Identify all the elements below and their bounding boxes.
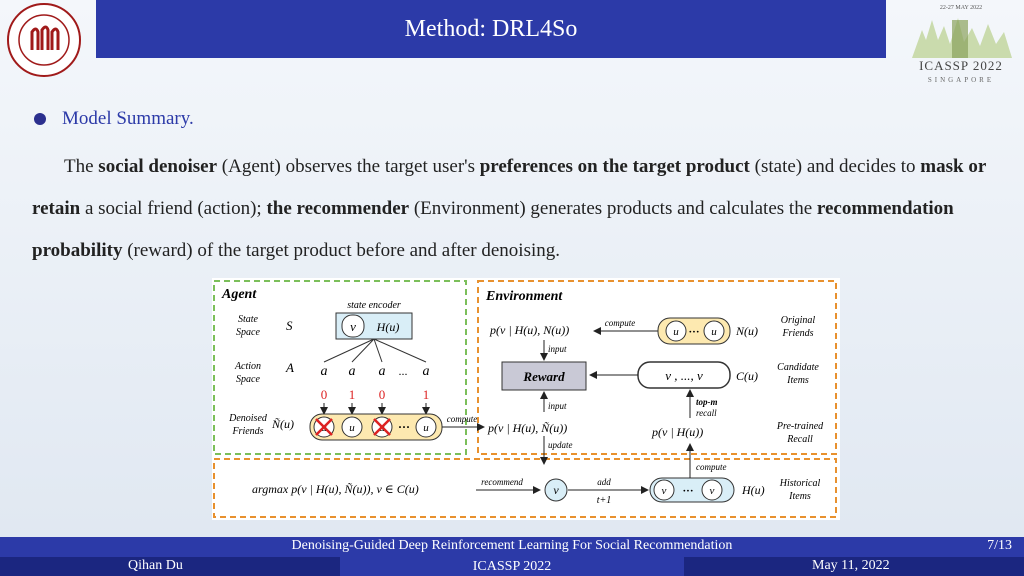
- masked-x-icon: [373, 418, 391, 436]
- header-bar: Method: DRL4So: [96, 0, 886, 58]
- state-space-l2: Space: [236, 327, 260, 338]
- svg-text:v: v: [710, 485, 715, 497]
- para-bold-mask-retain: mask or retain: [32, 156, 986, 219]
- page-number: 7/13: [987, 538, 1012, 553]
- para-bold-rec-prob: recommendation probability: [32, 198, 954, 261]
- hu-hist: H(u): [741, 483, 765, 497]
- compute-label-3: compute: [696, 462, 727, 472]
- state-hu: H(u): [376, 320, 400, 334]
- reward-label: Reward: [522, 369, 565, 384]
- para-text-2: (Agent) observes the target user's: [217, 156, 480, 177]
- pretrained-recall-l1: Pre-trained: [776, 421, 824, 432]
- svg-text:a: a: [349, 364, 356, 379]
- para-bold-preferences: preferences on the target product: [479, 156, 750, 177]
- footer: Denoising-Guided Deep Reinforcement Lear…: [0, 537, 1024, 576]
- svg-text:u: u: [349, 422, 355, 434]
- p-full-formula: p(v | H(u), N(u)): [489, 323, 569, 337]
- icassp-sub: SINGAPORE: [928, 76, 994, 84]
- agent-title: Agent: [221, 287, 257, 302]
- topm-label: top-m: [696, 397, 718, 407]
- slide-title: Method: DRL4So: [404, 15, 578, 42]
- candidate-items-l2: Items: [786, 375, 809, 386]
- denoised-friends-l2: Friends: [231, 426, 263, 437]
- aj-symbol: A: [285, 360, 294, 375]
- icassp-logo: 22-27 MAY 2022 ICASSP 2022 SINGAPORE: [912, 5, 1012, 84]
- icassp-dates: 22-27 MAY 2022: [940, 5, 982, 11]
- friends-dots: ···: [398, 420, 410, 434]
- pretrained-recall-l2: Recall: [786, 434, 813, 445]
- bullet-model-summary: Model Summary.: [34, 108, 194, 130]
- compute-label-1: compute: [447, 414, 478, 424]
- state-space-l1: State: [238, 314, 259, 325]
- historical-items-l2: Items: [788, 491, 811, 502]
- denoised-friends-l1: Denoised: [228, 413, 268, 424]
- candidate-items-text: v , ..., v: [665, 368, 703, 383]
- environment-title: Environment: [485, 289, 563, 304]
- original-friends-l1: Original: [781, 315, 816, 326]
- sj-symbol: S: [286, 318, 293, 333]
- nu-original: N(u): [735, 324, 758, 338]
- compute-label-2: compute: [605, 318, 636, 328]
- nu-tilde-symbol: Ñ(u): [271, 417, 294, 431]
- svg-text:u: u: [711, 326, 717, 338]
- p-hist-formula: p(v | H(u)): [651, 425, 703, 439]
- svg-text:a: a: [423, 364, 430, 379]
- bullet-label: Model Summary.: [62, 108, 194, 129]
- recommend-label: recommend: [481, 477, 523, 487]
- update-label: update: [548, 440, 573, 450]
- svg-text:···: ···: [688, 326, 699, 338]
- bullet-dot-icon: [34, 113, 46, 125]
- svg-text:u: u: [673, 326, 679, 338]
- agent-box: [213, 280, 467, 455]
- input-label-1: input: [548, 344, 567, 354]
- state-encoder-label: state encoder: [347, 300, 401, 311]
- icassp-text: ICASSP 2022: [919, 58, 1003, 73]
- para-text-5: (Environment) generates products and cal…: [409, 198, 817, 219]
- footer-date: May 11, 2022: [812, 558, 890, 573]
- summary-paragraph: The social denoiser (Agent) observes the…: [32, 146, 1012, 272]
- action-bit-3: 0: [379, 387, 386, 402]
- t-plus-1-label: t+1: [597, 495, 612, 506]
- svg-text:v: v: [553, 483, 559, 497]
- footer-title: Denoising-Guided Deep Reinforcement Lear…: [291, 538, 733, 553]
- footer-author: Qihan Du: [128, 558, 183, 573]
- cu-symbol: C(u): [736, 369, 758, 383]
- masked-x-icon: [315, 418, 333, 436]
- action-space-l1: Action: [234, 361, 261, 372]
- svg-text:u: u: [423, 422, 429, 434]
- candidate-items-l1: Candidate: [777, 362, 819, 373]
- para-bold-social-denoiser: social denoiser: [98, 156, 218, 177]
- drl4so-diagram: Agent Environment State Space Action Spa…: [212, 278, 840, 520]
- state-vj: v: [350, 319, 356, 334]
- reward-box: [501, 361, 587, 391]
- action-bit-n: 1: [423, 387, 430, 402]
- input-label-2: input: [548, 401, 567, 411]
- action-bit-2: 1: [349, 387, 356, 402]
- para-bold-recommender: the recommender: [266, 198, 410, 219]
- p-denoised-formula: p(v | H(u), Ñ(u)): [487, 421, 567, 435]
- original-friends-l2: Friends: [781, 328, 813, 339]
- svg-text:v: v: [662, 485, 667, 497]
- recommend-loop-box: [213, 458, 837, 518]
- para-text-6: (reward) of the target product before an…: [122, 240, 560, 261]
- para-text-1: The: [64, 156, 99, 177]
- add-label: add: [597, 477, 611, 487]
- historical-items-l1: Historical: [779, 478, 821, 489]
- para-text-4: a social friend (action);: [80, 198, 267, 219]
- action-bit-1: 0: [321, 387, 328, 402]
- svg-text:···: ···: [682, 485, 693, 497]
- environment-box: [477, 280, 837, 455]
- argmax-formula: argmax p(v | H(u), Ñ(u)), v ∈ C(u): [252, 482, 419, 496]
- university-logo: [7, 3, 81, 77]
- svg-text:a: a: [321, 364, 328, 379]
- action-space-l2: Space: [236, 374, 260, 385]
- svg-text:...: ...: [399, 364, 408, 378]
- recall-label: recall: [696, 408, 717, 418]
- svg-text:a: a: [379, 364, 386, 379]
- para-text-3: (state) and decides to: [749, 156, 921, 177]
- footer-conference: ICASSP 2022: [472, 559, 552, 574]
